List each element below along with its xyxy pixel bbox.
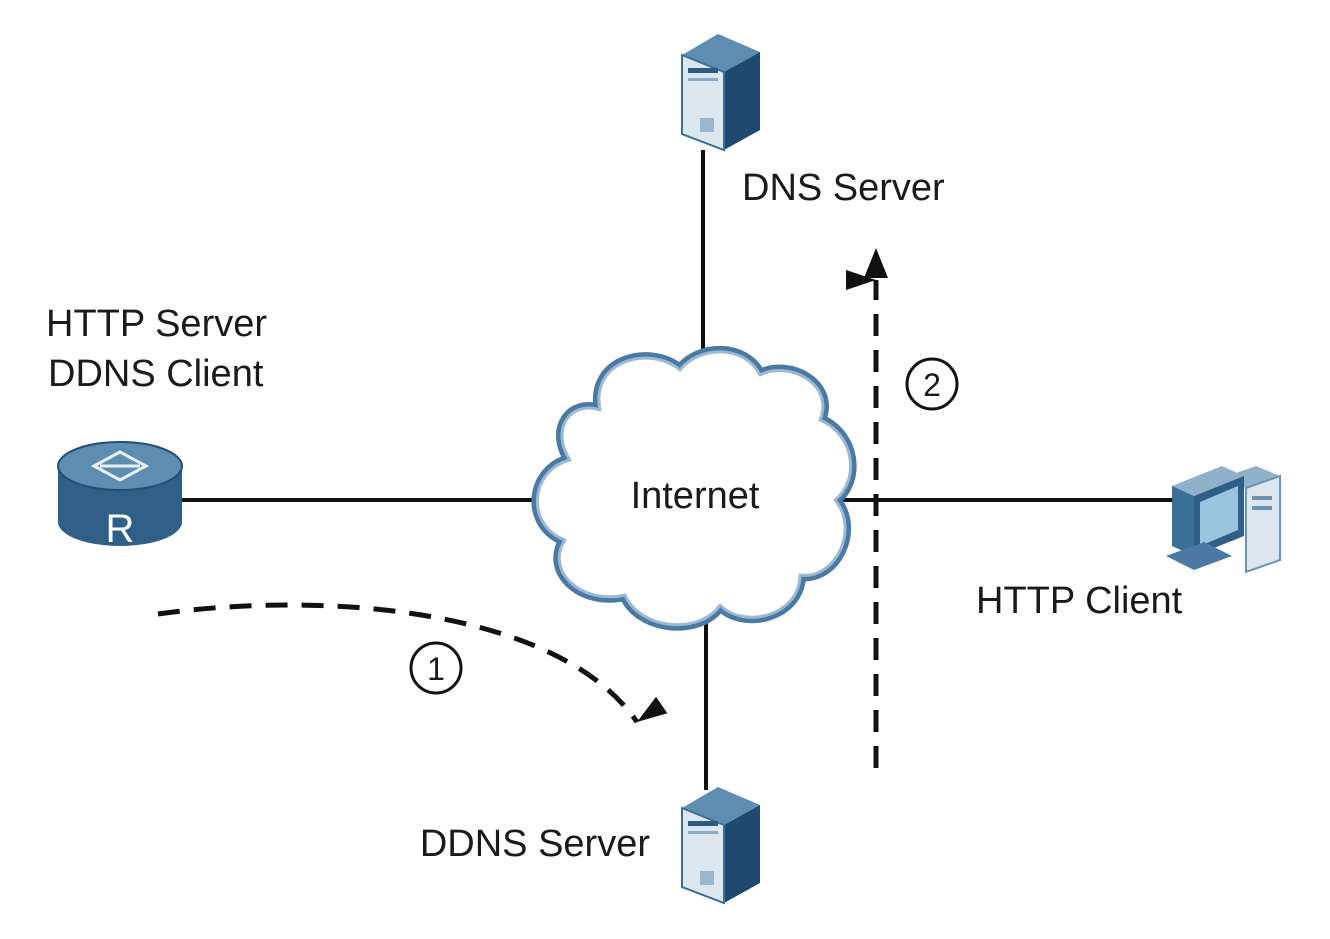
network-links	[180, 150, 1180, 790]
step-2-badge: 2	[905, 357, 959, 411]
http-client-label: HTTP Client	[976, 580, 1183, 622]
http-client-pc-icon	[1166, 466, 1281, 574]
svg-text:1: 1	[427, 651, 445, 687]
dns-server-label: DNS Server	[742, 167, 945, 209]
router-letter: R	[106, 507, 135, 551]
internet-label: Internet	[631, 475, 760, 517]
router-icon: R	[57, 441, 183, 551]
ddns-server-label: DDNS Server	[420, 823, 650, 865]
step-1-badge: 1	[409, 641, 463, 695]
ddns-server-icon	[681, 787, 760, 905]
dns-server-icon	[681, 34, 760, 152]
step-1-arrow	[157, 602, 668, 724]
step-2-arrowhead	[864, 248, 888, 278]
svg-text:2: 2	[923, 367, 941, 403]
internet-cloud-icon	[531, 345, 857, 631]
ddns-client-label: DDNS Client	[48, 353, 264, 395]
http-server-label: HTTP Server	[46, 303, 267, 345]
